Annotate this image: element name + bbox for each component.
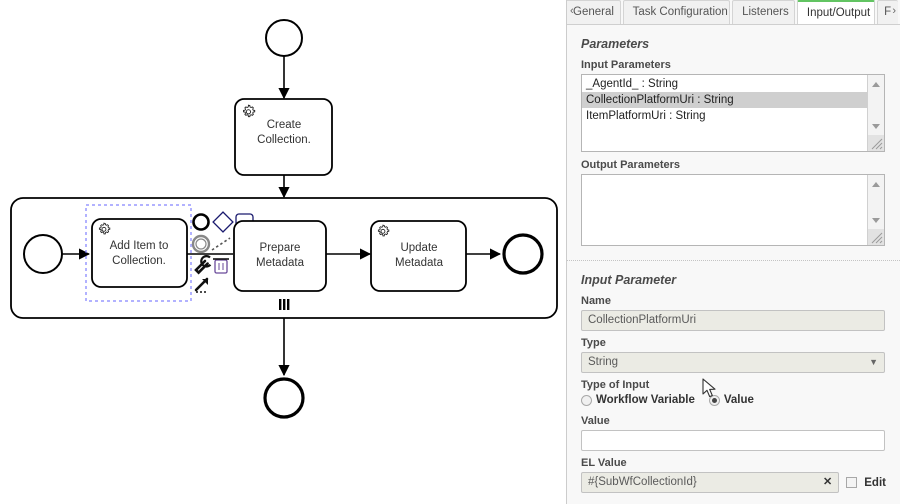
tab-label: F: [884, 6, 892, 18]
value-label: Value: [581, 415, 610, 427]
value-input[interactable]: [581, 430, 885, 451]
properties-panel-body: Parameters Input Parameters _AgentId_ : …: [567, 25, 900, 501]
tab-label: Task Configuration: [632, 6, 728, 18]
subprocess-start-event[interactable]: [23, 234, 63, 274]
tab-label: Listeners: [742, 6, 789, 18]
el-value-row: #{SubWfCollectionId} ✕ Edit: [581, 472, 886, 493]
parameters-section: Parameters Input Parameters _AgentId_ : …: [567, 25, 900, 254]
tab-scroll-left-icon[interactable]: ‹: [570, 5, 574, 17]
type-of-input-radio-group[interactable]: Workflow Variable Value: [581, 394, 886, 406]
radio-value[interactable]: [708, 394, 720, 406]
append-gateway-icon[interactable]: [212, 211, 234, 233]
task-label: Metadata: [256, 257, 305, 269]
properties-tab-strip[interactable]: ‹ General Task Configuration Listeners I…: [567, 0, 900, 25]
radio-value-label: Value: [723, 394, 754, 406]
parameters-title: Parameters: [581, 37, 650, 51]
tab-task-configuration[interactable]: Task Configuration: [622, 0, 731, 24]
output-parameters-label: Output Parameters: [581, 159, 681, 171]
resize-grip-icon[interactable]: [868, 135, 884, 151]
bpmn-diagram[interactable]: Create Collection. Add Item to Collect: [0, 0, 566, 504]
task-label: Collection.: [257, 134, 311, 146]
el-value-text: #{SubWfCollectionId}: [588, 476, 697, 488]
scroll-down-icon[interactable]: [868, 213, 884, 227]
clear-icon[interactable]: ✕: [823, 476, 833, 488]
task-label: Create: [267, 119, 302, 131]
gear-service-icon: [98, 222, 111, 235]
append-end-event-icon[interactable]: [192, 213, 210, 231]
edit-label: Edit: [864, 476, 886, 489]
task-add-item-to-collection[interactable]: Add Item to Collection.: [91, 218, 188, 288]
task-label: Update: [400, 242, 437, 254]
input-parameters-label: Input Parameters: [581, 59, 671, 71]
append-intermediate-event-inner-icon: [195, 238, 207, 250]
el-value-input[interactable]: #{SubWfCollectionId} ✕: [581, 472, 840, 493]
connect-icon[interactable]: [211, 237, 231, 251]
start-event[interactable]: [265, 19, 303, 57]
list-item[interactable]: CollectionPlatformUri : String: [582, 92, 868, 108]
tab-general[interactable]: General: [567, 0, 621, 24]
gear-service-icon: [377, 224, 390, 237]
scroll-up-icon[interactable]: [868, 177, 884, 191]
input-parameters-scrollbar[interactable]: [867, 75, 884, 151]
section-divider: [567, 260, 900, 261]
tab-scroll-right-icon[interactable]: ›: [892, 5, 896, 17]
tab-input-output[interactable]: Input/Output: [796, 0, 876, 24]
tab-listeners[interactable]: Listeners: [732, 0, 795, 24]
selection-outline: [85, 204, 192, 302]
chevron-down-icon: ▼: [869, 357, 878, 367]
task-prepare-metadata[interactable]: Prepare Metadata: [233, 220, 327, 292]
task-update-metadata[interactable]: Update Metadata: [370, 220, 467, 292]
end-event[interactable]: [263, 377, 305, 419]
scroll-up-icon[interactable]: [868, 77, 884, 91]
el-value-label: EL Value: [581, 457, 627, 469]
tab-forms[interactable]: F: [877, 0, 898, 24]
task-label: Metadata: [395, 257, 444, 269]
scroll-down-icon[interactable]: [868, 119, 884, 133]
task-label: Prepare: [260, 242, 301, 254]
radio-workflow-variable[interactable]: [581, 394, 592, 406]
name-input[interactable]: CollectionPlatformUri: [581, 310, 885, 331]
properties-panel: ‹ General Task Configuration Listeners I…: [566, 0, 900, 504]
subprocess-end-event[interactable]: [502, 233, 544, 275]
name-label: Name: [581, 295, 611, 307]
output-parameters-listbox[interactable]: [581, 174, 885, 246]
task-label: Add Item to: [110, 240, 169, 252]
list-item[interactable]: ItemPlatformUri : String: [586, 110, 706, 122]
gear-service-icon: [243, 104, 256, 118]
input-parameters-listbox[interactable]: _AgentId_ : String CollectionPlatformUri…: [581, 74, 885, 152]
list-item[interactable]: _AgentId_ : String: [586, 78, 679, 90]
task-label: Collection.: [112, 255, 166, 267]
type-label: Type: [581, 337, 606, 349]
type-of-input-label: Type of Input: [581, 379, 650, 391]
wrench-icon[interactable]: [194, 255, 212, 275]
trash-icon[interactable]: [213, 258, 229, 274]
edit-checkbox[interactable]: [846, 477, 858, 488]
output-parameters-scrollbar[interactable]: [867, 175, 884, 245]
resize-grip-icon[interactable]: [868, 229, 884, 245]
tab-label: General: [573, 6, 614, 18]
tab-label: Input/Output: [806, 7, 871, 19]
bpmn-canvas[interactable]: Create Collection. Add Item to Collect: [0, 0, 566, 504]
connect-tool-icon[interactable]: [194, 277, 209, 293]
radio-workflow-variable-label: Workflow Variable: [596, 394, 695, 406]
input-parameter-section: Input Parameter Name CollectionPlatformU…: [567, 261, 900, 501]
task-create-collection[interactable]: Create Collection.: [234, 98, 333, 176]
parallel-multi-instance-marker: [279, 299, 290, 310]
input-parameter-title: Input Parameter: [581, 273, 677, 287]
type-select-value: String: [588, 356, 619, 368]
type-select[interactable]: String ▼: [581, 352, 885, 373]
